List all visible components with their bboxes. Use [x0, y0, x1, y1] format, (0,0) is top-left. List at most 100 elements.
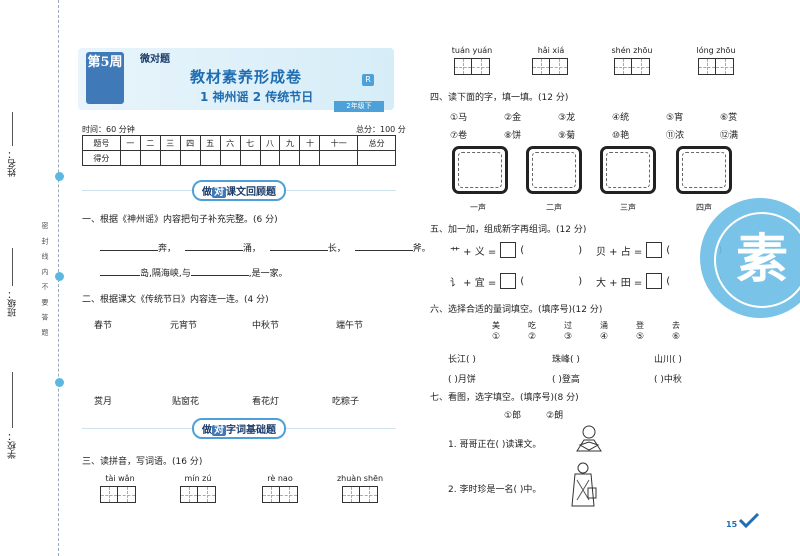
pinyin-label: tài wǎn: [105, 474, 135, 483]
option-number: ②: [528, 332, 537, 342]
pinyin-label: shén zhōu: [611, 46, 653, 55]
header-band: [78, 48, 394, 110]
score-cell[interactable]: [319, 150, 359, 166]
page-title: 教材素养形成卷: [190, 68, 303, 86]
tone-label: 二声: [546, 203, 562, 212]
tone-label: 四声: [696, 203, 712, 212]
answer-blank[interactable]: [100, 266, 140, 276]
score-row-label: 得分: [82, 150, 121, 166]
question-5-title: 五、加一加，组成新字再组词。(12 分): [430, 225, 587, 235]
page-number: 15: [726, 520, 738, 529]
fill-item[interactable]: ( )登高: [552, 375, 580, 385]
activity-item[interactable]: 吃粽子: [332, 397, 360, 407]
writing-grid[interactable]: [180, 486, 216, 503]
score-header-cell: 九: [279, 135, 301, 151]
writing-grid[interactable]: [342, 486, 378, 503]
score-cell[interactable]: [279, 150, 301, 166]
score-header-cell: 六: [219, 135, 241, 151]
answer-box[interactable]: [500, 242, 517, 258]
activity-item[interactable]: 赏月: [94, 397, 113, 407]
score-cell[interactable]: [159, 150, 181, 166]
name-line: [12, 112, 13, 146]
score-cell[interactable]: [239, 150, 261, 166]
class-label: 班级：: [8, 290, 18, 317]
char-item: ⑧饼: [504, 131, 522, 141]
score-header-cell: 四: [179, 135, 201, 151]
total-score: 总分：100 分: [356, 125, 406, 134]
writing-grid[interactable]: [614, 58, 650, 75]
time-limit: 时间：60 分钟: [82, 125, 135, 134]
binding-hole: [55, 272, 64, 281]
section-banner-review: 做对课文回顾题: [82, 179, 396, 201]
fill-item[interactable]: 珠峰( ): [552, 355, 580, 365]
activity-item[interactable]: 贴窗花: [172, 397, 200, 407]
answer-box[interactable]: [500, 273, 517, 289]
writing-grid[interactable]: [100, 486, 136, 503]
fill-text: 岛,隔海峡,与: [140, 269, 191, 279]
score-cell[interactable]: [199, 150, 221, 166]
compose-item: 讠 + 宜 =(): [450, 273, 582, 289]
fill-item[interactable]: 长江( ): [448, 355, 476, 365]
festival-item[interactable]: 元宵节: [170, 321, 198, 331]
score-cell[interactable]: [119, 150, 141, 166]
question-3-title: 三、读拼音，写词语。(16 分): [82, 457, 203, 467]
score-cell[interactable]: [259, 150, 281, 166]
fill-text: 长，: [327, 244, 346, 254]
score-cell[interactable]: [219, 150, 241, 166]
measure-line-2: ( )月饼 ( )登高 ( )中秋: [448, 372, 682, 385]
score-table-score-row: 得分: [82, 150, 396, 166]
answer-blank[interactable]: [269, 241, 328, 251]
activity-item[interactable]: 看花灯: [252, 397, 280, 407]
question-1-line-1: 奔， 涌， 长， 斧。: [100, 241, 431, 254]
sentence-1[interactable]: 1. 哥哥正在( )读课文。: [448, 440, 542, 450]
fill-item[interactable]: ( )中秋: [654, 375, 682, 385]
festival-item[interactable]: 端午节: [336, 321, 364, 331]
fill-item[interactable]: ( )月饼: [448, 375, 476, 385]
char-option: ②朗: [546, 411, 564, 421]
festival-item[interactable]: 中秋节: [252, 321, 280, 331]
tone-box-4[interactable]: [676, 146, 732, 194]
answer-blank[interactable]: [184, 241, 243, 251]
option-number: ⑥: [672, 332, 681, 342]
festival-item[interactable]: 春节: [94, 321, 113, 331]
writing-grid[interactable]: [532, 58, 568, 75]
banner-highlight: 对: [212, 424, 226, 436]
question-2-title: 二、根据课文《传统节日》内容连一连。(4 分): [82, 295, 269, 305]
pinyin-label: tuán yuán: [451, 46, 493, 55]
answer-blank[interactable]: [190, 266, 249, 276]
answer-box[interactable]: [646, 242, 663, 258]
banner-prefix: 做: [202, 424, 212, 436]
tone-box-1[interactable]: [452, 146, 508, 194]
score-header-cell: 十一: [319, 135, 359, 151]
fill-text: 涌，: [242, 244, 261, 254]
fill-text: 斧。: [412, 244, 431, 254]
watermark-stamp-character: 素: [714, 212, 800, 308]
tone-box-3[interactable]: [600, 146, 656, 194]
reading-boy-illustration: [576, 425, 602, 452]
option-number: ①: [492, 332, 501, 342]
answer-blank[interactable]: [354, 241, 413, 251]
score-header-cell: 三: [159, 135, 181, 151]
sentence-2[interactable]: 2. 李时珍是一名( )中。: [448, 485, 542, 495]
fill-item[interactable]: 山川( ): [654, 355, 682, 365]
writing-grid[interactable]: [698, 58, 734, 75]
answer-box[interactable]: [646, 273, 663, 289]
char-item: ②金: [504, 113, 522, 123]
writing-grid[interactable]: [262, 486, 298, 503]
answer-blank[interactable]: [100, 241, 158, 251]
question-6-title: 六、选择合适的量词填空。(填序号)(12 分): [430, 305, 603, 315]
score-cell[interactable]: [139, 150, 161, 166]
banner-prefix: 做: [202, 186, 212, 198]
compose-formula: 大 + 田 =: [596, 277, 643, 289]
doctor-illustration: [571, 462, 597, 507]
fill-text: 奔，: [158, 244, 177, 254]
score-cell[interactable]: [299, 150, 321, 166]
score-cell[interactable]: [179, 150, 201, 166]
score-cell[interactable]: [357, 150, 396, 166]
char-item: ④统: [612, 113, 630, 123]
score-header-cell: 总分: [357, 135, 396, 151]
fill-text: ,是一家。: [248, 269, 288, 279]
tone-box-2[interactable]: [526, 146, 582, 194]
writing-grid[interactable]: [454, 58, 490, 75]
